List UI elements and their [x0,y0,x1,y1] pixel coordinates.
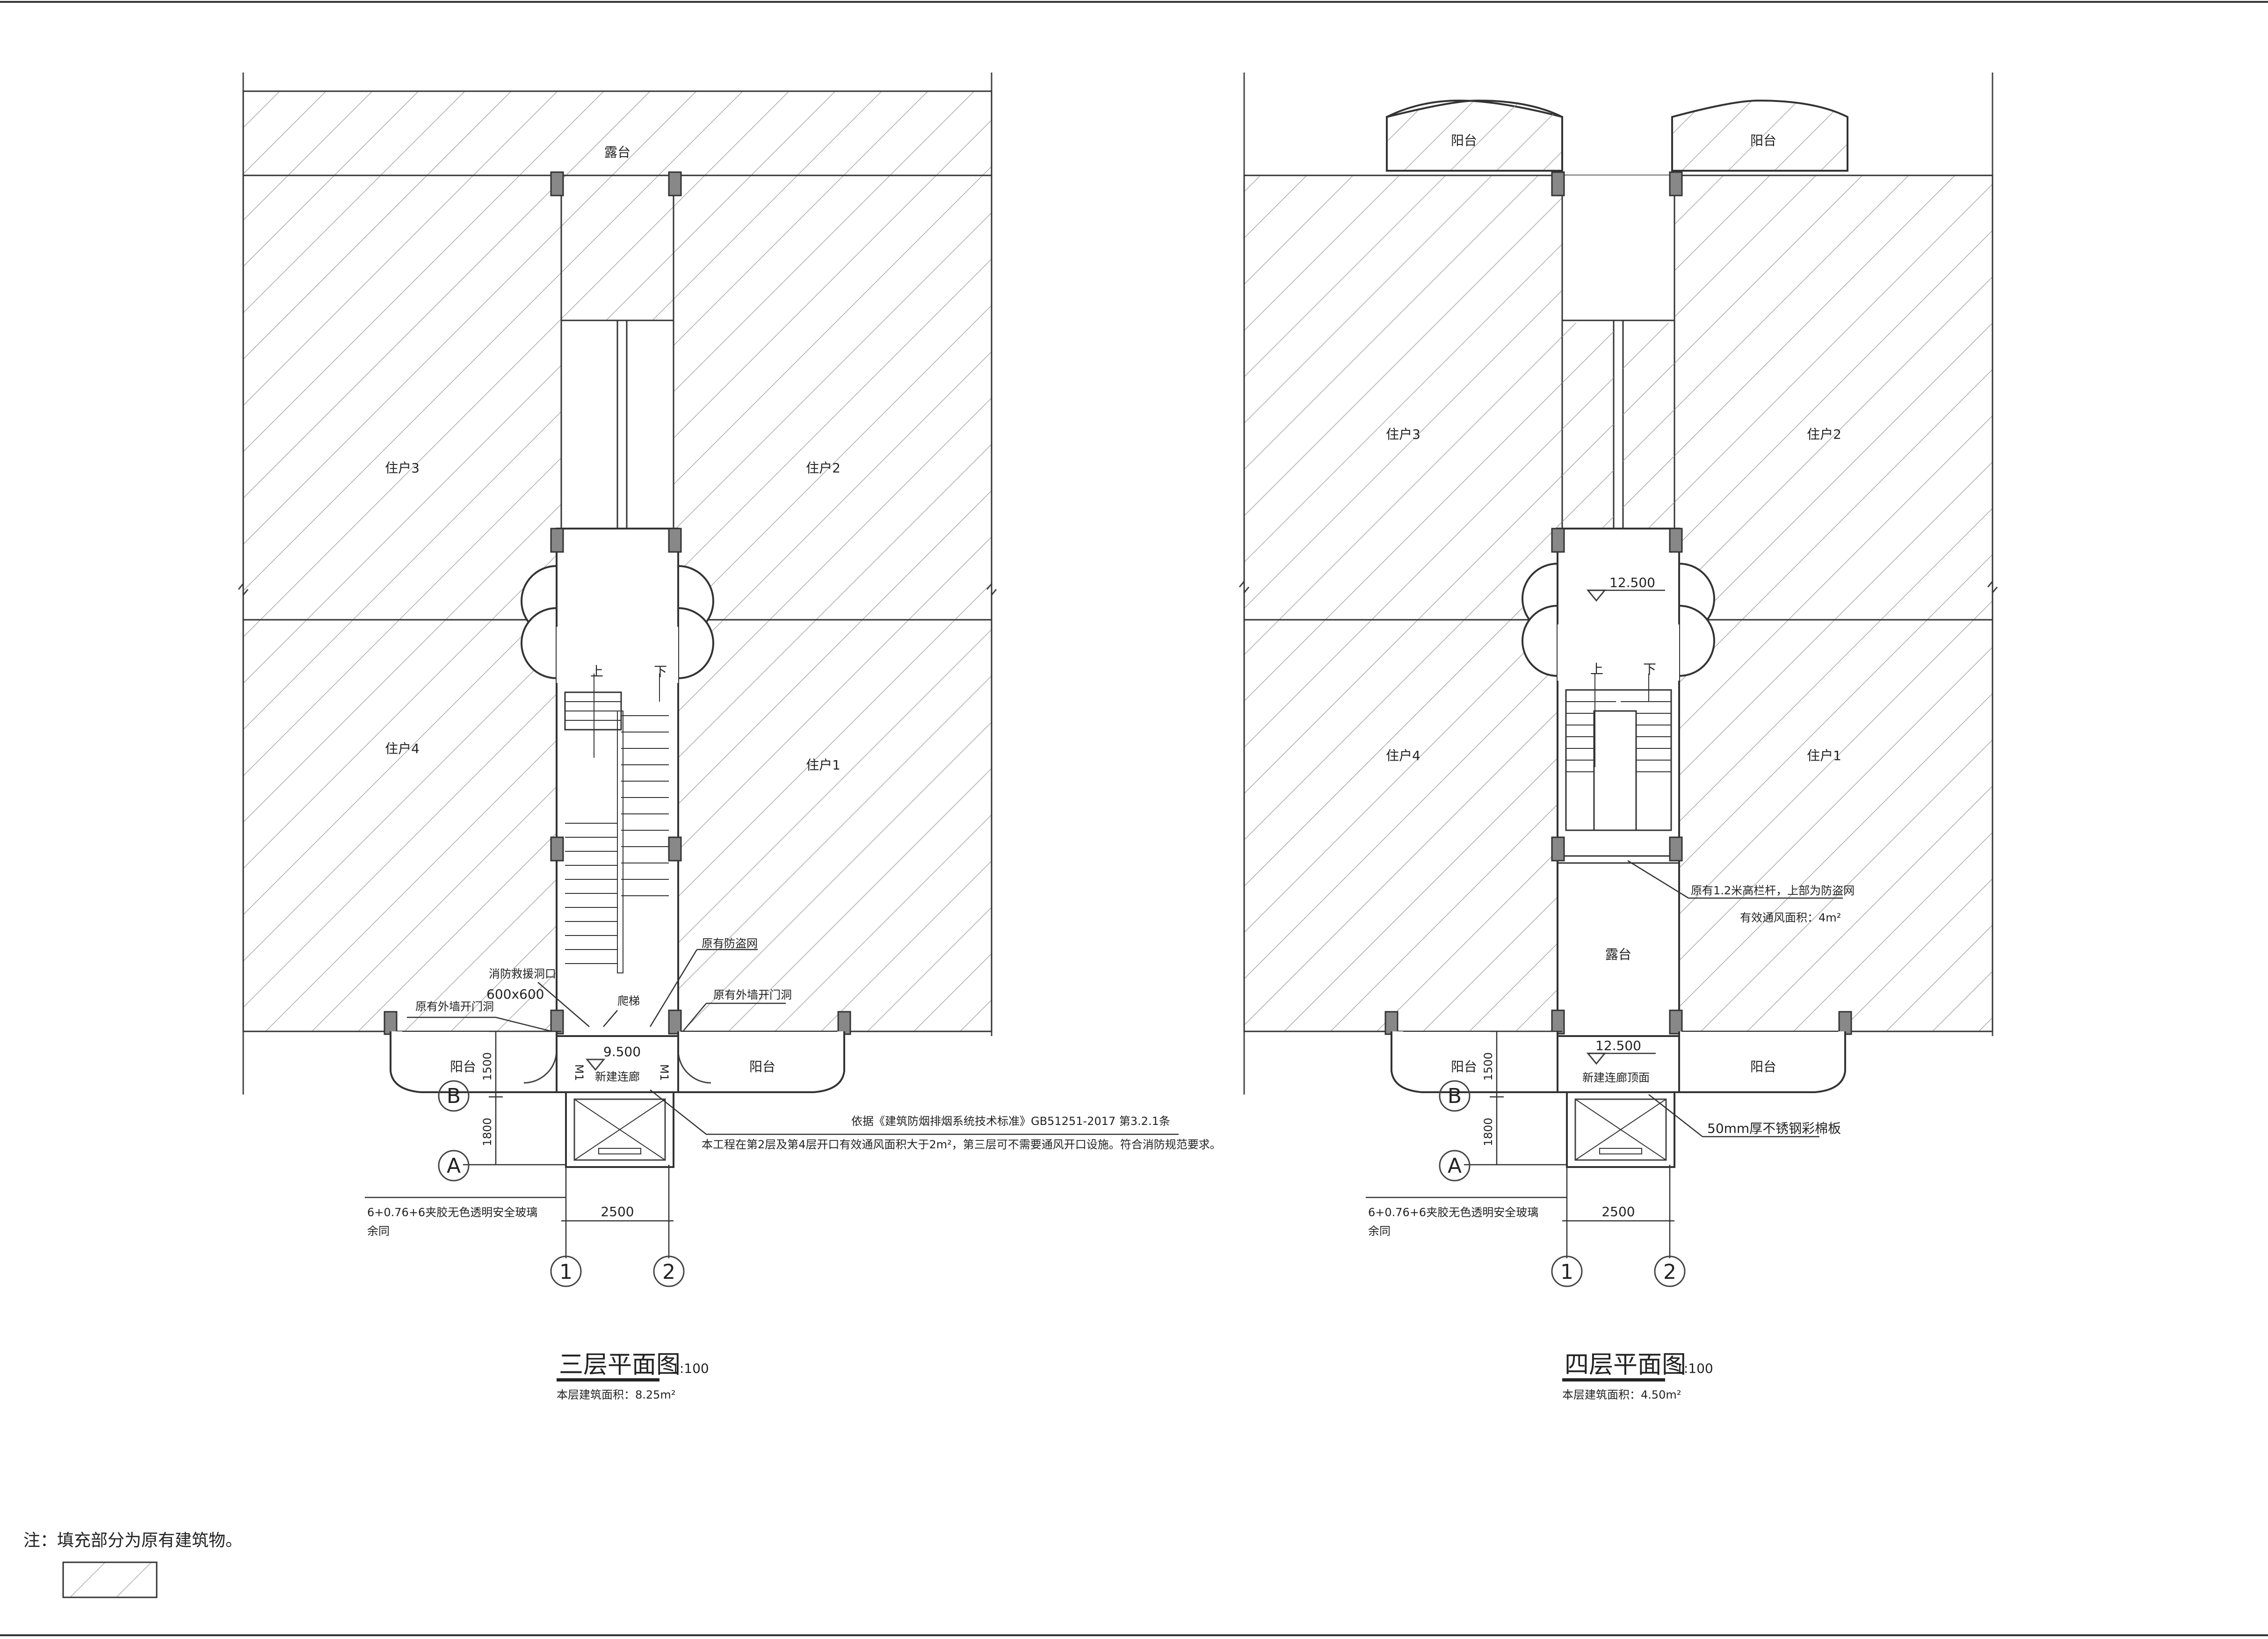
axis-1: 1 [1560,1260,1573,1284]
corridor-roof-label: 新建连廊顶面 [1582,1071,1650,1084]
existing-building-hatch [242,90,993,1032]
axis-A: A [1448,1154,1462,1178]
door-m1-left: M1 [572,1064,586,1081]
fire-opening-size: 600x600 [486,986,544,1002]
plan-fourth-floor: 上 下 阳台 阳台 住户3 住户2 住户4 [1239,73,1998,1401]
railing-note: 原有1.2米高栏杆，上部为防盗网 [1691,884,1855,897]
stair-down-label: 下 [1643,661,1656,677]
plan-third-floor: 上 下 露台 住户3 住户 [238,73,1221,1401]
stair-up-label: 上 [1590,661,1603,677]
stair-down-label: 下 [654,664,667,679]
room-unit4: 住户4 [1386,748,1420,763]
axis-bubbles: B A 1 2 [1439,1080,1686,1287]
plan4-title: 四层平面图 [1565,1351,1686,1379]
dim-2500: 2500 [601,1204,634,1219]
elevation-label: 9.500 [603,1044,641,1059]
room-unit1: 住户1 [1807,748,1841,763]
security-net-label: 原有防盗网 [702,937,758,950]
balcony-left [390,1031,558,1093]
dim-1800: 1800 [1482,1117,1495,1146]
existing-building-hatch [1243,174,1993,1032]
plan4-area: 本层建筑面积：4.50m² [1562,1388,1681,1401]
plan4-scale: 1:100 [1675,1361,1713,1376]
axis-A: A [447,1154,461,1178]
dimensions: 1500 1800 2500 6+0.76+6夹胶无色透明安全玻璃 余同 [1366,1030,1674,1258]
stair-core: 上 下 [521,528,714,1037]
room-balcony-left: 阳台 [1451,1059,1477,1074]
axis-B: B [1448,1084,1462,1108]
balcony-left [1391,1031,1558,1093]
plan3-scale: 1:100 [671,1361,709,1376]
callouts: 原有1.2米高栏杆，上部为防盗网 有效通风面积：4m² 50mm厚不锈钢彩棉板 [1627,860,1855,1138]
room-terrace: 露台 [1605,947,1631,962]
axis-bubbles: B A 1 2 [438,1080,685,1287]
room-unit1: 住户1 [806,757,841,773]
room-unit3: 住户3 [385,460,420,476]
room-terrace: 露台 [604,145,630,160]
door-m1-right: M1 [658,1064,671,1081]
ladder-label: 爬梯 [617,994,640,1008]
glass-note: 6+0.76+6夹胶无色透明安全玻璃 [1368,1206,1538,1219]
room-unit3: 住户3 [1386,427,1420,442]
room-unit4: 住户4 [385,741,420,756]
stair-core: 上 下 [1522,528,1715,1037]
glass-note-2: 余同 [1368,1225,1391,1238]
dim-2500: 2500 [1601,1204,1635,1219]
stair-up-label: 上 [590,664,603,679]
steel-plate-label: 50mm厚不锈钢彩棉板 [1707,1121,1841,1136]
legend-hatch-swatch [62,1561,158,1598]
balcony-top-right [1671,99,1848,172]
plan3-area: 本层建筑面积：8.25m² [557,1388,675,1401]
dim-1500: 1500 [1482,1052,1495,1081]
orig-opening-left-label: 原有外墙开门洞 [415,1000,494,1013]
plan3-title: 三层平面图 [559,1351,681,1379]
structural-columns [384,171,851,1035]
orig-opening-right-label: 原有外墙开门洞 [713,988,792,1001]
dim-1800: 1800 [481,1117,494,1146]
dimensions: 1500 1800 2500 6+0.76+6夹胶无色透明安全玻璃 余同 [365,1030,674,1258]
room-balcony-top-right: 阳台 [1750,133,1776,148]
fire-opening-label: 消防救援洞口 [489,967,556,980]
room-balcony-left: 阳台 [450,1059,476,1074]
room-balcony-right: 阳台 [749,1059,775,1074]
vent-area: 有效通风面积：4m² [1740,911,1841,924]
callouts: 消防救援洞口 600x600 爬梯 原有防盗网 原有外墙开门洞 原有外墙开门洞 … [407,937,1221,1151]
balcony-right [677,1031,845,1093]
corridor-label: 新建连廊 [595,1070,640,1083]
room-unit2: 住户2 [806,460,841,476]
balcony-right [1678,1031,1846,1093]
dim-1500: 1500 [481,1052,494,1081]
glass-note-2: 余同 [367,1225,390,1238]
elevation-upper: 12.500 [1609,575,1655,590]
axis-2: 2 [1663,1260,1676,1284]
room-balcony-top-left: 阳台 [1451,133,1477,148]
vent-note: 本工程在第2层及第4层开口有效通风面积大于2m²，第三层可不需要通风开口设施。符… [702,1138,1221,1151]
axis-1: 1 [559,1260,572,1284]
structural-columns [1384,171,1852,1035]
standard-note: 依据《建筑防烟排烟系统技术标准》GB51251-2017 第3.2.1条 [851,1115,1170,1128]
axis-B: B [447,1084,461,1108]
legend-note: 注：填充部分为原有建筑物。 [23,1531,242,1550]
elevation-lower: 12.500 [1595,1038,1641,1053]
legend: 注：填充部分为原有建筑物。 [23,1531,242,1598]
room-unit2: 住户2 [1807,427,1841,442]
room-balcony-right: 阳台 [1750,1059,1776,1074]
axis-2: 2 [662,1260,675,1284]
glass-note: 6+0.76+6夹胶无色透明安全玻璃 [367,1206,537,1219]
new-corridor [556,1035,679,1093]
